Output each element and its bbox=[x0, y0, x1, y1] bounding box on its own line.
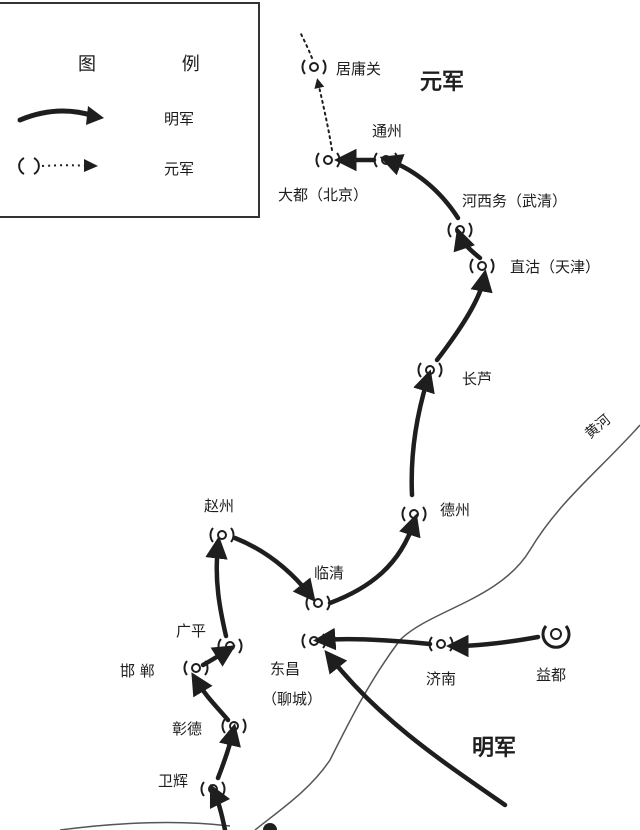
marker-changlu bbox=[417, 362, 443, 378]
ming-routes bbox=[191, 148, 541, 830]
place-weihui: 卫辉 bbox=[158, 772, 189, 790]
ming-army-label: 明军 bbox=[472, 736, 517, 761]
route-dezhou-to-changlu bbox=[409, 369, 435, 498]
route-zhigu-to-hexiwu bbox=[453, 227, 483, 261]
place-linqing: 临清 bbox=[314, 564, 345, 582]
yuan-route-dadu-to-juyongguan bbox=[314, 78, 333, 151]
marker-tongzhou bbox=[373, 152, 399, 168]
marker-juyongguan bbox=[301, 59, 327, 75]
marker-weihui bbox=[200, 781, 226, 797]
route-start-to-weihui bbox=[209, 783, 231, 830]
route-jinan-to-dongchang bbox=[313, 627, 433, 651]
marker-dezhou bbox=[401, 506, 427, 522]
marker-zhaozhou bbox=[209, 527, 235, 543]
yellow-river bbox=[254, 424, 640, 830]
route-southeast-to-dongchang bbox=[324, 649, 508, 808]
marker-jinan bbox=[428, 636, 454, 652]
yuan-route-beyond-juyongguan bbox=[299, 31, 313, 59]
marker-zhigu bbox=[469, 258, 495, 274]
yuan-army-label: 元军 bbox=[420, 70, 465, 95]
place-zhangde: 彰德 bbox=[172, 720, 203, 738]
marker-guangping bbox=[217, 638, 243, 654]
route-linqing-to-dezhou bbox=[327, 513, 421, 606]
yuan-army-arrow-icon bbox=[18, 157, 98, 175]
ming-army-arrow-icon bbox=[17, 106, 104, 125]
route-changlu-to-zhigu bbox=[434, 269, 493, 363]
place-tongzhou: 通州 bbox=[372, 122, 403, 140]
place-liaocheng: （聊城） bbox=[262, 690, 323, 708]
place-yidu: 益都 bbox=[536, 666, 567, 684]
place-guangping: 广平 bbox=[176, 622, 207, 640]
place-jinan: 济南 bbox=[426, 670, 457, 688]
route-weihui-to-zhangde bbox=[215, 723, 241, 781]
place-zhaozhou: 赵州 bbox=[204, 497, 235, 515]
place-dadu: 大都（北京） bbox=[278, 186, 369, 204]
marker-dadu bbox=[315, 152, 341, 168]
route-yidu-to-jinan bbox=[446, 634, 541, 658]
marker-dongchang bbox=[301, 633, 327, 649]
marker-linqing bbox=[305, 595, 331, 611]
place-dongchang: 东昌 bbox=[270, 660, 301, 678]
place-changlu: 长芦 bbox=[462, 370, 493, 388]
place-juyongguan: 居庸关 bbox=[336, 60, 382, 78]
route-zhaozhou-to-linqing bbox=[232, 535, 316, 603]
route-zhangde-to-handan bbox=[191, 672, 231, 723]
yuan-routes bbox=[299, 31, 333, 151]
marker-hexiwu bbox=[447, 222, 473, 238]
place-markers bbox=[183, 59, 571, 797]
place-zhigu: 直沽（天津） bbox=[510, 258, 601, 276]
route-handan-to-guangping bbox=[200, 645, 236, 668]
route-guangping-to-zhaozhou bbox=[205, 536, 229, 639]
place-dezhou: 德州 bbox=[440, 501, 471, 519]
marker-zhangde bbox=[221, 718, 247, 734]
marker-yidu bbox=[541, 625, 571, 649]
legend-title: 图 例 bbox=[78, 54, 240, 75]
route-hexiwu-to-tongzhou bbox=[379, 154, 461, 221]
place-hexiwu: 河西务（武清） bbox=[462, 192, 568, 210]
legend: 图 例 明军 元军 bbox=[0, 2, 260, 218]
legend-yuan-label: 元军 bbox=[164, 160, 195, 178]
legend-ming-label: 明军 bbox=[164, 110, 195, 128]
marker-handan bbox=[183, 660, 209, 676]
place-handan: 邯 郸 bbox=[120, 662, 155, 680]
